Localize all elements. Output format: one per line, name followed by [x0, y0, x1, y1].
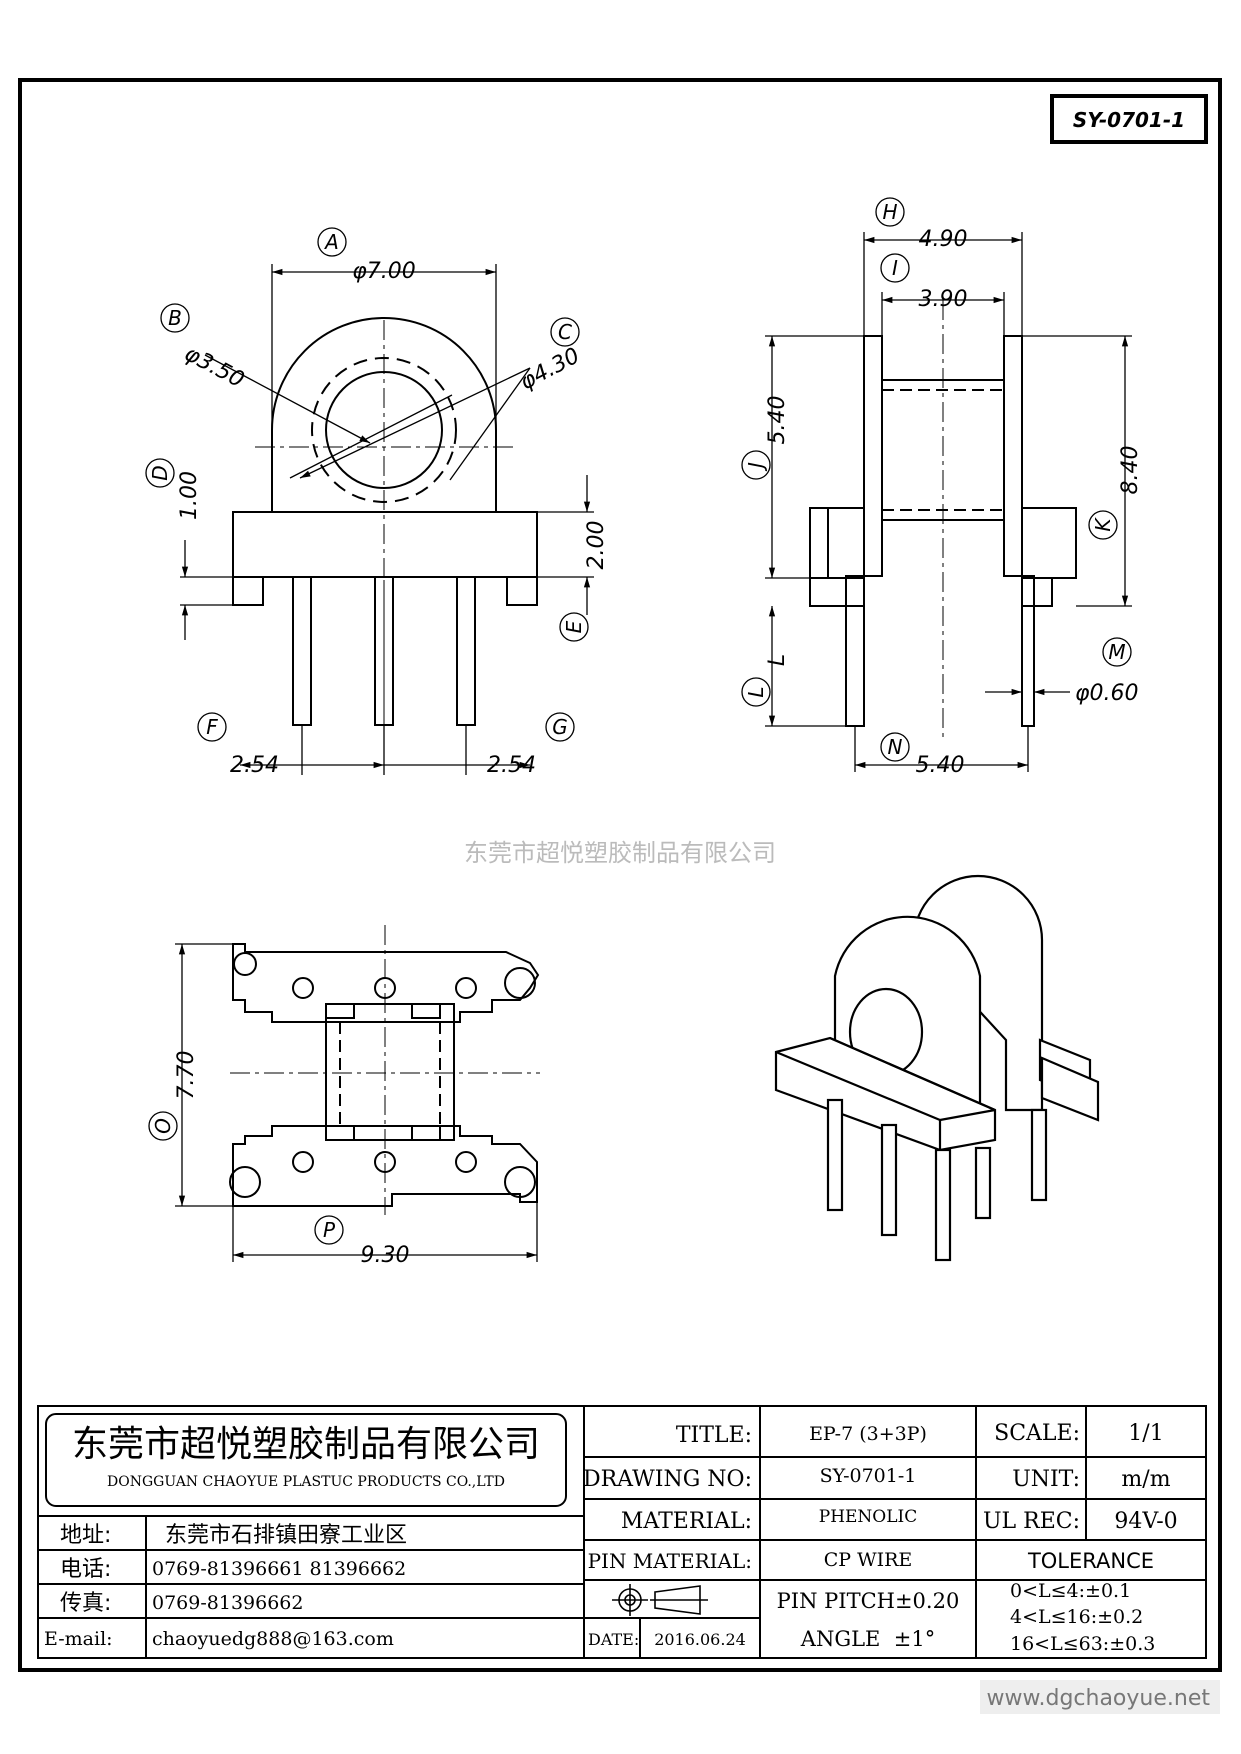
front-view-dimensions: [180, 264, 594, 775]
material-value: PHENOLIC: [819, 1507, 918, 1527]
dim-c-value: φ4.30: [516, 343, 584, 395]
unit-value: m/m: [1121, 1467, 1170, 1492]
svg-text:D: D: [148, 465, 172, 480]
dim-o-value: 7.70: [174, 1051, 199, 1100]
fax-value: 0769-81396662: [152, 1592, 303, 1614]
address-label: 地址:: [60, 1523, 111, 1548]
tolerance-row-2: 4<L≤16:±0.2: [1010, 1606, 1143, 1628]
title-label: TITLE:: [676, 1423, 752, 1448]
dim-l-value: L: [765, 654, 790, 666]
svg-text:H: H: [882, 200, 897, 224]
dim-b-value: φ3.50: [180, 341, 248, 393]
phone-label: 电话:: [60, 1557, 111, 1582]
date-value: 2016.06.24: [654, 1630, 746, 1649]
dim-a-value: φ7.00: [352, 259, 416, 284]
svg-text:P: P: [323, 1218, 336, 1242]
side-view-dimensions: [765, 232, 1132, 772]
svg-text:G: G: [552, 715, 568, 739]
drawing-no-label: DRAWING NO:: [583, 1467, 752, 1492]
phone-value: 0769-81396661 81396662: [152, 1558, 406, 1580]
company-name-en: DONGGUAN CHAOYUE PLASTUC PRODUCTS CO.,LT…: [107, 1474, 505, 1490]
svg-text:E: E: [562, 620, 586, 633]
projection-symbol-icon: [612, 1584, 708, 1616]
front-view-callouts: [145, 227, 589, 742]
svg-text:F: F: [206, 715, 218, 739]
date-label: DATE:: [588, 1630, 639, 1649]
address-value: 东莞市石排镇田寮工业区: [165, 1523, 407, 1548]
svg-text:L: L: [744, 686, 768, 697]
front-view: [232, 317, 538, 760]
isometric-view: [774, 874, 1100, 1262]
svg-text:I: I: [892, 256, 898, 280]
pitch-left-value: 2.54: [230, 753, 279, 778]
dim-m-value: φ0.60: [1075, 681, 1139, 706]
svg-text:K: K: [1091, 517, 1115, 532]
drawing-code-box: SY-0701-1: [1050, 94, 1208, 144]
tolerance-row-3: 16<L≤63:±0.3: [1010, 1633, 1155, 1655]
scale-value: 1/1: [1128, 1421, 1163, 1446]
svg-text:C: C: [558, 320, 572, 344]
watermark-text: 东莞市超悦塑胶制品有限公司: [464, 839, 776, 867]
side-view-callout-labels: H I J K L M N: [744, 200, 1126, 759]
drawing-frame: [18, 78, 1222, 1672]
front-view-callout-labels: A B C D E F G: [148, 230, 586, 739]
dim-n-value: 5.40: [916, 753, 965, 778]
pin-material-value: CP WIRE: [824, 1549, 913, 1571]
title-block: [37, 1405, 1207, 1659]
footer-url[interactable]: www.dgchaoyue.net: [987, 1686, 1211, 1711]
ul-rec-label: UL REC:: [983, 1509, 1080, 1534]
dim-j-value: 5.40: [765, 396, 790, 445]
bottom-view-callout-labels: O P: [151, 1118, 336, 1242]
angle: ANGLE ±1°: [800, 1627, 935, 1651]
footer-url-badge: [980, 1680, 1220, 1714]
svg-text:B: B: [168, 306, 182, 330]
material-label: MATERIAL:: [621, 1509, 752, 1534]
drawing-no-value: SY-0701-1: [820, 1465, 917, 1487]
pitch-right-value: 2.54: [487, 753, 536, 778]
fax-label: 传真:: [60, 1591, 111, 1616]
scale-label: SCALE:: [994, 1421, 1080, 1446]
dim-d-value: 1.00: [177, 471, 202, 520]
tolerance-row-1: 0<L≤4:±0.1: [1010, 1580, 1131, 1602]
dim-h-value: 4.90: [919, 227, 968, 252]
email-value: chaoyuedg888@163.com: [152, 1628, 394, 1650]
tolerance-label: TOLERANCE: [1027, 1549, 1154, 1573]
svg-text:A: A: [323, 230, 339, 254]
pin-material-label: PIN MATERIAL:: [588, 1549, 752, 1573]
bottom-view: [229, 925, 540, 1215]
unit-label: UNIT:: [1012, 1467, 1080, 1492]
bottom-view-dimensions: [175, 943, 538, 1262]
pin-pitch: PIN PITCH±0.20: [777, 1589, 960, 1613]
company-name-cn: 东莞市超悦塑胶制品有限公司: [72, 1424, 540, 1465]
drawing-code: SY-0701-1: [1073, 108, 1185, 132]
dim-k-value: 8.40: [1118, 446, 1143, 495]
email-label: E-mail:: [44, 1628, 113, 1650]
dim-p-value: 9.30: [361, 1243, 410, 1268]
dim-i-value: 3.90: [919, 287, 968, 312]
ul-rec-value: 94V-0: [1114, 1509, 1177, 1534]
side-view: [809, 300, 1077, 740]
dim-e-value: 2.00: [584, 521, 609, 570]
svg-text:N: N: [888, 735, 903, 759]
svg-text:M: M: [1108, 640, 1125, 664]
svg-text:O: O: [151, 1118, 175, 1134]
svg-text:J: J: [744, 462, 768, 472]
bottom-view-callouts: [148, 1111, 344, 1245]
title-value: EP-7 (3+3P): [809, 1423, 927, 1445]
side-view-callouts: [741, 197, 1132, 762]
